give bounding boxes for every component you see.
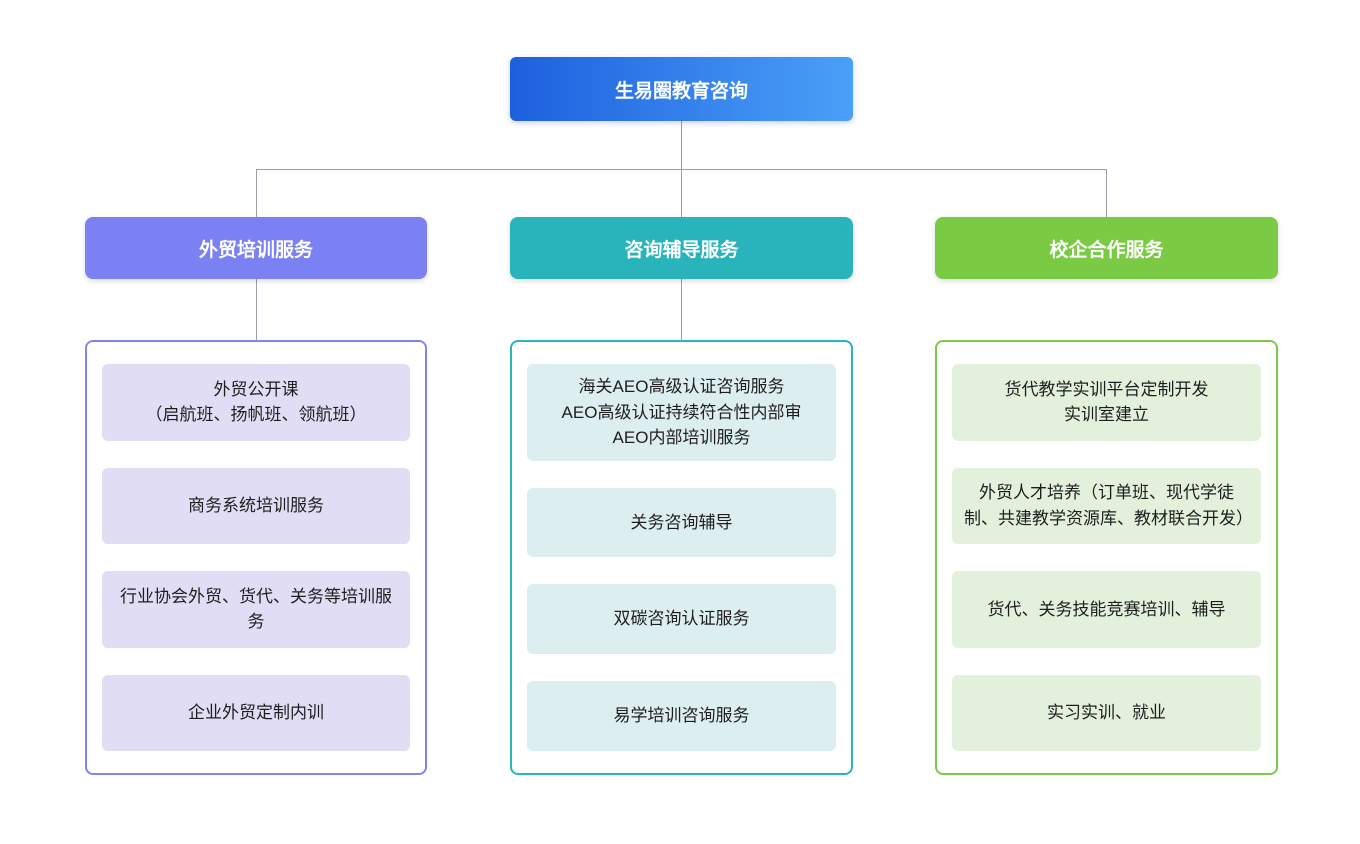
branch-header-school-enterprise: 校企合作服务: [935, 217, 1278, 279]
connector-branch1-top: [256, 169, 257, 217]
service-item: 企业外贸定制内训: [102, 674, 410, 751]
service-item: 双碳咨询认证服务: [527, 584, 836, 655]
branch-box-foreign-trade-training: 外贸公开课 （启航班、扬帆班、领航班） 商务系统培训服务 行业协会外贸、货代、关…: [85, 340, 427, 775]
service-item: 海关AEO高级认证咨询服务 AEO高级认证持续符合性内部审 AEO内部培训服务: [527, 364, 836, 461]
service-item: 关务咨询辅导: [527, 487, 836, 558]
service-item: 商务系统培训服务: [102, 467, 410, 544]
service-item: 货代、关务技能竞赛培训、辅导: [952, 571, 1261, 648]
branch-header-label: 校企合作服务: [1049, 239, 1164, 261]
branch-header-consulting-tutoring: 咨询辅导服务: [510, 217, 853, 279]
branch-box-school-enterprise: 货代教学实训平台定制开发 实训室建立 外贸人才培养（订单班、现代学徒制、共建教学…: [935, 340, 1278, 775]
service-item: 易学培训咨询服务: [527, 681, 836, 751]
root-node-label: 生易圈教育咨询: [614, 80, 748, 102]
connector-branch1-body: [256, 279, 257, 340]
service-item: 实习实训、就业: [952, 674, 1261, 751]
service-item: 行业协会外贸、货代、关务等培训服务: [102, 571, 410, 648]
root-node: 生易圈教育咨询: [510, 57, 853, 121]
branch-header-label: 外贸培训服务: [198, 239, 313, 261]
branch-box-consulting-tutoring: 海关AEO高级认证咨询服务 AEO高级认证持续符合性内部审 AEO内部培训服务 …: [510, 340, 853, 775]
service-item: 外贸公开课 （启航班、扬帆班、领航班）: [102, 364, 410, 441]
connector-branch3-top: [1106, 169, 1107, 217]
branch-header-foreign-trade-training: 外贸培训服务: [85, 217, 427, 279]
connector-branch2-body: [681, 279, 682, 340]
connector-branch2-top: [681, 169, 682, 217]
service-item: 货代教学实训平台定制开发 实训室建立: [952, 364, 1261, 441]
connector-root-vertical: [681, 121, 682, 169]
branch-header-label: 咨询辅导服务: [624, 239, 739, 261]
service-item: 外贸人才培养（订单班、现代学徒制、共建教学资源库、教材联合开发）: [952, 467, 1261, 544]
